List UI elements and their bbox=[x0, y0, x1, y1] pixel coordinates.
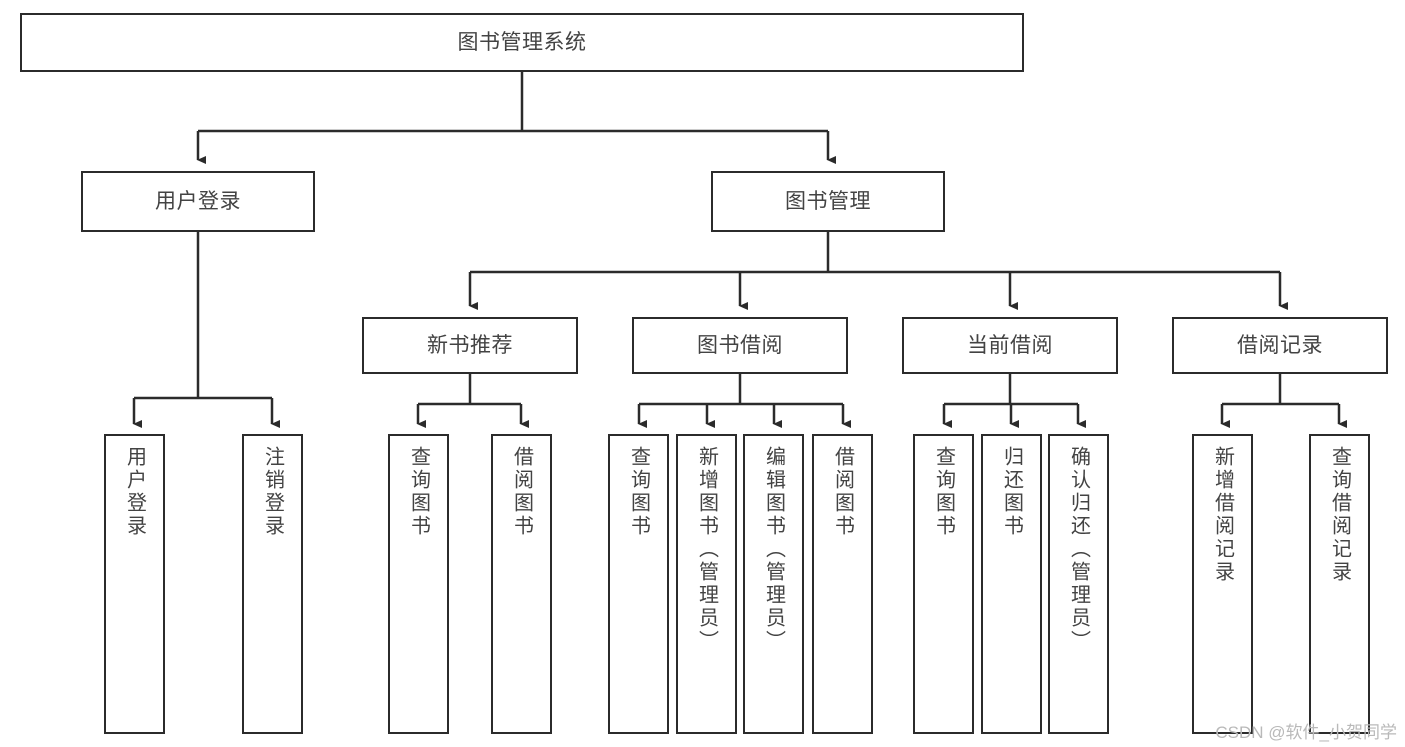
leaf-current-borrow-query-label: 查询图书 bbox=[932, 446, 955, 538]
node-borrow-record[interactable]: 借阅记录 bbox=[1172, 317, 1388, 374]
leaf-current-borrow-confirm-return-label: 确认归还（管理员） bbox=[1067, 446, 1090, 653]
node-book-borrow-label: 图书借阅 bbox=[697, 333, 783, 357]
leaf-book-borrow-query-label: 查询图书 bbox=[627, 446, 650, 538]
leaf-current-borrow-return[interactable]: 归还图书 bbox=[981, 434, 1042, 734]
node-user-login[interactable]: 用户登录 bbox=[81, 171, 315, 232]
node-user-login-label: 用户登录 bbox=[155, 189, 241, 213]
leaf-user-login-logout-label: 注销登录 bbox=[261, 446, 284, 538]
leaf-user-login-login-label: 用户登录 bbox=[123, 446, 146, 538]
node-root[interactable]: 图书管理系统 bbox=[20, 13, 1024, 72]
leaf-new-book-borrow[interactable]: 借阅图书 bbox=[491, 434, 552, 734]
leaf-current-borrow-return-label: 归还图书 bbox=[1000, 446, 1023, 538]
leaf-user-login-logout[interactable]: 注销登录 bbox=[242, 434, 303, 734]
node-book-management-label: 图书管理 bbox=[785, 189, 871, 213]
node-book-management[interactable]: 图书管理 bbox=[711, 171, 945, 232]
node-new-book-recommend-label: 新书推荐 bbox=[427, 333, 513, 357]
leaf-book-borrow-add[interactable]: 新增图书（管理员） bbox=[676, 434, 737, 734]
leaf-book-borrow-borrow-label: 借阅图书 bbox=[831, 446, 854, 538]
leaf-current-borrow-confirm-return[interactable]: 确认归还（管理员） bbox=[1048, 434, 1109, 734]
node-current-borrow[interactable]: 当前借阅 bbox=[902, 317, 1118, 374]
leaf-book-borrow-query[interactable]: 查询图书 bbox=[608, 434, 669, 734]
leaf-book-borrow-edit-label: 编辑图书（管理员） bbox=[762, 446, 785, 653]
node-new-book-recommend[interactable]: 新书推荐 bbox=[362, 317, 578, 374]
node-root-label: 图书管理系统 bbox=[457, 30, 587, 54]
leaf-book-borrow-add-label: 新增图书（管理员） bbox=[695, 446, 718, 653]
leaf-current-borrow-query[interactable]: 查询图书 bbox=[913, 434, 974, 734]
leaf-new-book-query[interactable]: 查询图书 bbox=[388, 434, 449, 734]
leaf-new-book-borrow-label: 借阅图书 bbox=[510, 446, 533, 538]
leaf-book-borrow-edit[interactable]: 编辑图书（管理员） bbox=[743, 434, 804, 734]
csdn-watermark: CSDN @软件_小贺同学 bbox=[1215, 723, 1397, 742]
leaf-new-book-query-label: 查询图书 bbox=[407, 446, 430, 538]
leaf-book-borrow-borrow[interactable]: 借阅图书 bbox=[812, 434, 873, 734]
leaf-borrow-record-query-label: 查询借阅记录 bbox=[1328, 446, 1351, 584]
leaf-borrow-record-add[interactable]: 新增借阅记录 bbox=[1192, 434, 1253, 734]
leaf-user-login-login[interactable]: 用户登录 bbox=[104, 434, 165, 734]
leaf-borrow-record-add-label: 新增借阅记录 bbox=[1211, 446, 1234, 584]
node-borrow-record-label: 借阅记录 bbox=[1237, 333, 1323, 357]
node-current-borrow-label: 当前借阅 bbox=[967, 333, 1053, 357]
leaf-borrow-record-query[interactable]: 查询借阅记录 bbox=[1309, 434, 1370, 734]
node-book-borrow[interactable]: 图书借阅 bbox=[632, 317, 848, 374]
